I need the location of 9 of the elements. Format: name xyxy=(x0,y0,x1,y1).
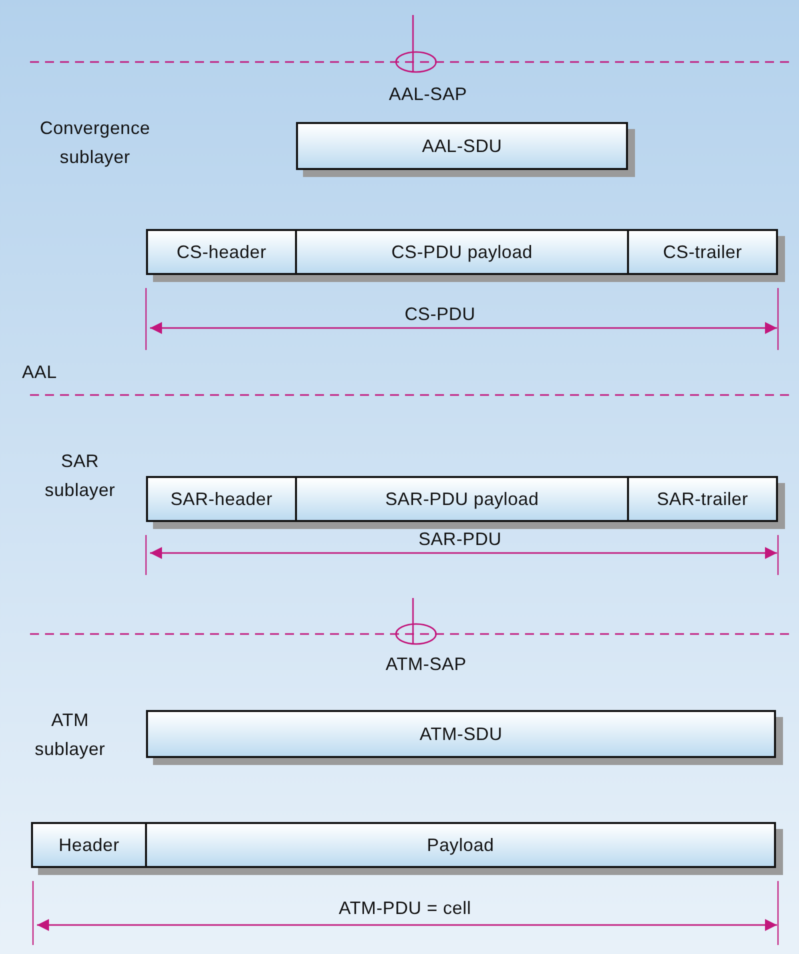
layer-label: AAL xyxy=(22,361,58,384)
layer-label: ATM sublayer xyxy=(34,709,106,761)
layer-label: Convergence sublayer xyxy=(38,117,152,169)
dimension-label: SAR-PDU xyxy=(417,528,503,551)
sap-label: ATM-SAP xyxy=(384,653,468,676)
sap-label: AAL-SAP xyxy=(388,83,468,106)
dimension-label: CS-PDU xyxy=(404,303,476,326)
layer-label: SAR sublayer xyxy=(44,450,116,502)
dimension-label: ATM-PDU = cell xyxy=(338,897,472,920)
